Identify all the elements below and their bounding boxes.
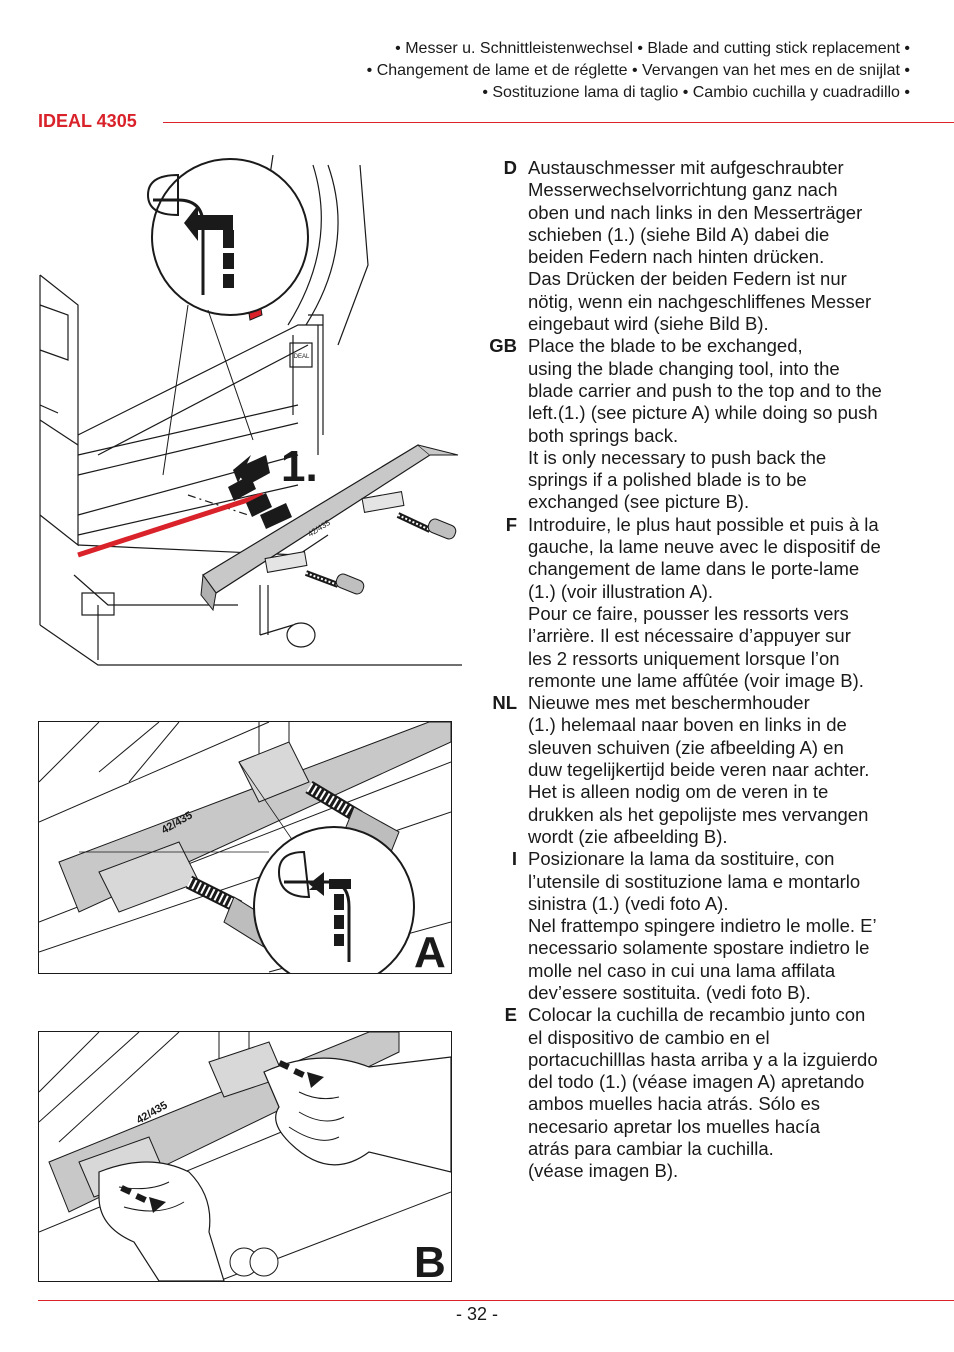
instruction-line: duw tegelijkertijd beide veren naar acht… bbox=[528, 759, 870, 781]
instruction-line: (1.) helemaal naar boven en links in de bbox=[528, 714, 847, 736]
model-title: IDEAL 4305 bbox=[38, 111, 137, 131]
language-code: NL bbox=[492, 692, 517, 714]
language-entry: E Colocar la cuchilla de recambio junto c… bbox=[480, 1004, 920, 1182]
header-rule bbox=[163, 122, 954, 123]
blade-change-illustration: IDEAL 42/435 1. bbox=[38, 155, 462, 670]
figure-a: 42/435 A bbox=[38, 721, 452, 974]
instruction-line: les 2 ressorts uniquement lorsque l’on bbox=[528, 647, 840, 669]
instruction-line: (véase imagen B). bbox=[528, 1160, 679, 1182]
instruction-line: schieben (1.) (siehe Bild A) dabei die bbox=[528, 223, 830, 245]
language-code: E bbox=[504, 1004, 517, 1026]
instruction-line: dev’essere sostituita. (vedi foto B). bbox=[528, 981, 811, 1003]
header-line-2: • Changement de lame et de réglette • Ve… bbox=[366, 62, 910, 79]
instruction-line: Introduire, le plus haut possible et pui… bbox=[528, 513, 879, 535]
instruction-line: drukken als het gepolijste mes vervangen bbox=[528, 803, 869, 825]
figure-b-label: B bbox=[414, 1238, 446, 1281]
header-line-3: • Sostituzione lama di taglio • Cambio c… bbox=[482, 84, 910, 101]
header-line-1: • Messer u. Schnittleistenwechsel • Blad… bbox=[395, 40, 910, 57]
language-entry: GB Place the blade to be exchanged,using … bbox=[480, 335, 920, 513]
instruction-line: blade carrier and push to the top and to… bbox=[528, 379, 882, 401]
instruction-line: l’utensile di sostituzione lama e montar… bbox=[528, 870, 861, 892]
instruction-line: wordt (zie afbeelding B). bbox=[528, 825, 728, 847]
instruction-line: both springs back. bbox=[528, 424, 679, 446]
instruction-line: (1.) (voir illustration A). bbox=[528, 580, 714, 602]
language-code: GB bbox=[489, 335, 517, 357]
figure-a-label: A bbox=[414, 928, 446, 973]
instruction-line: del todo (1.) (véase imagen A) apretando bbox=[528, 1071, 865, 1093]
language-code: F bbox=[505, 513, 517, 535]
footer-rule bbox=[38, 1300, 954, 1301]
instruction-line: Posizionare la lama da sostituire, con bbox=[528, 848, 835, 870]
instruction-line: Messerwechselvorrichtung ganz nach bbox=[528, 179, 838, 201]
figure-b: 42/435 B bbox=[38, 1031, 452, 1282]
instruction-line: Nel frattempo spingere indietro le molle… bbox=[528, 915, 877, 937]
instruction-line: springs if a polished blade is to be bbox=[528, 469, 807, 491]
instruction-line: sinistra (1.) (vedi foto A). bbox=[528, 892, 729, 914]
instruction-line: using the blade changing tool, into the bbox=[528, 357, 840, 379]
instruction-line: Austauschmesser mit aufgeschraubter bbox=[528, 157, 844, 178]
instruction-line: ambos muelles hacia atrás. Sólo es bbox=[528, 1093, 821, 1115]
instruction-line: Pour ce faire, pousser les ressorts vers bbox=[528, 602, 849, 624]
instruction-line: Place the blade to be exchanged, bbox=[528, 335, 803, 357]
instruction-line: oben und nach links in den Messerträger bbox=[528, 201, 863, 223]
instruction-line: atrás para cambiar la cuchilla. bbox=[528, 1138, 774, 1160]
instruction-line: It is only necessary to push back the bbox=[528, 446, 827, 468]
instruction-line: sleuven schuiven (zie afbeelding A) en bbox=[528, 736, 844, 758]
instruction-line: changement de lame dans le porte-lame bbox=[528, 558, 860, 580]
instruction-line: necesario apretar los muelles hacía bbox=[528, 1115, 821, 1137]
instruction-line: el dispositivo de cambio en el bbox=[528, 1026, 770, 1048]
instruction-line: Das Drücken der beiden Federn ist nur bbox=[528, 268, 847, 290]
language-code: D bbox=[503, 157, 517, 178]
instruction-line: eingebaut wird (siehe Bild B). bbox=[528, 313, 769, 335]
instruction-line: exchanged (see picture B). bbox=[528, 491, 750, 513]
instruction-line: left.(1.) (see picture A) while doing so… bbox=[528, 402, 878, 424]
instruction-line: l’arrière. Il est nécessaire d’appuyer s… bbox=[528, 625, 851, 647]
instruction-line: molle nel caso in cui una lama affilata bbox=[528, 959, 836, 981]
instruction-line: nötig, wenn ein nachgeschliffenes Messer bbox=[528, 290, 872, 312]
instruction-line: remonte une lame affûtée (voir image B). bbox=[528, 669, 864, 691]
instruction-line: necessario solamente spostare indietro l… bbox=[528, 937, 870, 959]
instruction-line: Colocar la cuchilla de recambio junto co… bbox=[528, 1004, 866, 1026]
instruction-line: gauche, la lame neuve avec le dispositif… bbox=[528, 536, 881, 558]
machine-label: IDEAL bbox=[292, 354, 310, 360]
instruction-line: Nieuwe mes met beschermhouder bbox=[528, 692, 810, 714]
page-number: - 32 - bbox=[455, 1304, 498, 1324]
step-label: 1. bbox=[281, 442, 318, 491]
instruction-line: Het is alleen nodig om de veren in te bbox=[528, 781, 829, 803]
language-entry: NL Nieuwe mes met beschermhouder(1.) hele… bbox=[480, 692, 920, 848]
language-entry: F Introduire, le plus haut possible et pu… bbox=[480, 514, 920, 692]
language-code: I bbox=[511, 848, 517, 870]
instruction-line: beiden Federn nach hinten drücken. bbox=[528, 246, 825, 268]
instruction-line: portacuchilllas hasta arriba y a la izgu… bbox=[528, 1048, 878, 1070]
